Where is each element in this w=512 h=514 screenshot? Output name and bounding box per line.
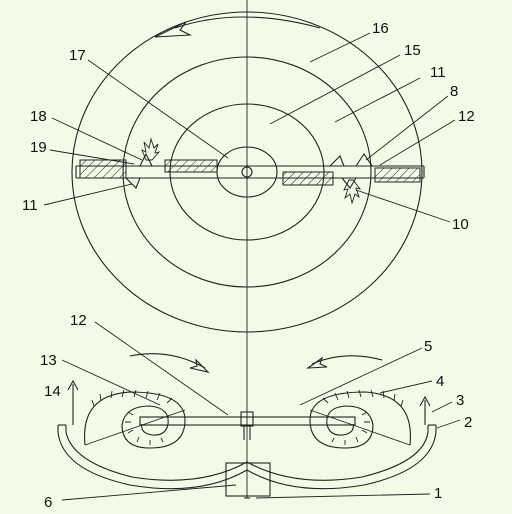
leader-12-top — [379, 119, 456, 166]
label-10: 10 — [452, 216, 469, 233]
rotation-arc-right — [311, 355, 383, 365]
label-17: 17 — [69, 47, 86, 64]
hatched-segment-right — [374, 167, 421, 183]
hatched-segment-left-inner — [164, 159, 218, 173]
side-view — [57, 321, 461, 501]
up-arrow-14-head — [67, 379, 79, 391]
leader-8 — [365, 95, 449, 161]
leader-6 — [61, 484, 237, 501]
leader-11-top — [334, 77, 421, 123]
arm-hub — [240, 411, 254, 427]
spiral-blade-right — [309, 389, 411, 449]
label-5: 5 — [424, 338, 432, 355]
label-19: 19 — [30, 139, 47, 156]
label-4: 4 — [436, 373, 444, 390]
label-13: 13 — [40, 352, 57, 369]
spiral-blade-left — [84, 389, 186, 449]
rotation-arrowhead-right — [306, 356, 328, 369]
label-1: 1 — [434, 485, 442, 502]
up-arrow-3-head — [419, 395, 431, 407]
bowl-inner — [65, 425, 429, 481]
leader-3 — [431, 401, 453, 413]
spark-symbol-left — [141, 137, 161, 161]
label-12-top: 12 — [458, 108, 475, 125]
leader-11-left — [43, 183, 133, 206]
motor-base — [225, 462, 271, 497]
leader-4 — [379, 380, 433, 394]
notch-left-lower — [125, 177, 141, 189]
label-16: 16 — [372, 20, 389, 37]
label-18: 18 — [30, 108, 47, 125]
label-15: 15 — [404, 42, 421, 59]
leader-10 — [355, 189, 451, 223]
label-12-bottom: 12 — [70, 312, 87, 329]
label-3: 3 — [456, 392, 464, 409]
leader-12-bottom — [94, 321, 229, 416]
label-14: 14 — [44, 383, 61, 400]
spark-symbol-right — [343, 179, 362, 205]
reference-labels: 16 15 11 8 12 17 18 19 11 10 12 13 14 5 … — [22, 20, 475, 511]
leader-18 — [51, 117, 143, 161]
leader-5 — [299, 347, 423, 406]
rotation-arc-top — [174, 16, 321, 29]
label-6: 6 — [44, 494, 52, 511]
hatched-segment-right-inner — [282, 171, 334, 186]
label-2: 2 — [464, 414, 472, 431]
leader-2 — [436, 419, 461, 429]
notch-right-lower — [341, 177, 357, 189]
leader-1 — [255, 493, 431, 499]
leader-19 — [49, 149, 135, 165]
notch-right-upper — [329, 155, 345, 167]
notch-right-top — [355, 153, 373, 167]
rotation-arrowhead-top — [154, 21, 193, 38]
rotation-arrowhead-left — [189, 358, 210, 373]
blade-arm — [139, 416, 356, 426]
hatched-segment-left — [79, 159, 127, 179]
rotation-arc-left — [129, 353, 206, 369]
bowl-outer — [57, 425, 437, 490]
label-8: 8 — [450, 83, 458, 100]
leader-16 — [309, 32, 371, 63]
top-view — [43, 0, 456, 498]
leader-13 — [61, 359, 161, 406]
label-11-top: 11 — [430, 64, 446, 81]
leader-15 — [269, 54, 401, 125]
label-11-left: 11 — [22, 197, 38, 214]
leader-17 — [87, 59, 229, 159]
notch-left-upper — [139, 152, 153, 167]
